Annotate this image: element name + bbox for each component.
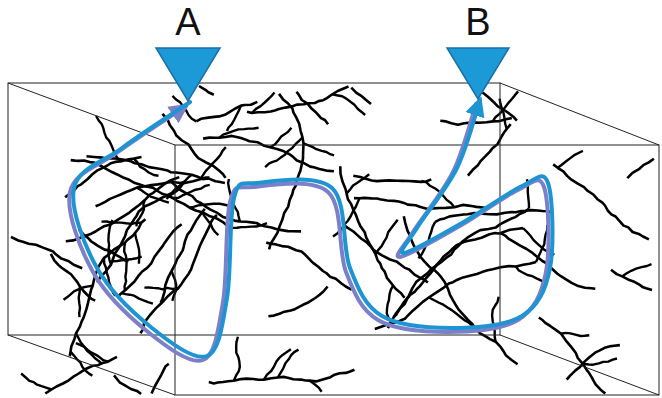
fracture [209,370,355,384]
triangle-shape [447,48,509,99]
fracture [140,215,217,333]
fracture-branch [124,243,126,291]
fracture [66,177,180,241]
block-edge [8,83,175,145]
fracture-branch [144,288,178,290]
fracture [567,345,620,380]
flow-line [69,104,548,361]
fracture [394,228,524,317]
fracture-branch [79,286,80,317]
fracture [297,92,329,125]
fracture-branch [166,175,191,199]
fracture-branch [376,220,398,254]
fracture-branch [558,151,583,168]
fracture-branch [190,204,228,208]
fracture-branch [172,271,177,301]
fracture-branch [278,350,299,378]
fracture [163,114,226,178]
fracture-branch [387,286,393,322]
fracture-branch [561,333,589,336]
fracture-branch [200,147,226,179]
block-edge [500,83,659,145]
fracture-branch [252,93,275,113]
flow-path [69,100,552,361]
fracture [119,224,182,295]
fracture [435,210,553,222]
fracture-branch [622,264,651,276]
fracture [627,159,654,178]
fracture [553,164,649,239]
fracture-branch [137,188,169,203]
fracture-branch [234,337,240,381]
fracture [268,287,327,317]
well-marker: A [154,2,222,102]
fracture-branch [332,94,365,115]
fracture [354,198,489,209]
fracture [247,86,349,113]
block-edge [8,335,175,395]
fracture [269,94,303,250]
fracture-branch [76,333,102,363]
fracture-branch [516,267,545,283]
fracture-branch [71,352,93,376]
marker-label: A [154,2,222,42]
flow-line [73,100,552,357]
fracture-branch [122,293,153,304]
fracture-branch [102,222,142,224]
fracture-branch [21,374,51,390]
fracture [611,270,652,290]
fracture [404,216,518,364]
triangle-shape [156,48,220,101]
fracture-network [11,86,654,394]
fracture [266,242,352,289]
fracture-branch [108,220,112,265]
fracture [351,88,371,104]
well-marker: B [445,2,511,100]
block-edge [500,335,659,395]
fracture [70,219,146,356]
fracture-branch [347,174,370,193]
fracture [152,364,169,394]
marker-label: B [445,2,511,42]
fracture-branch [429,298,473,327]
fracture [203,136,334,171]
fracture-branch [270,128,291,148]
fracture-branch [264,349,291,379]
fracture [468,124,511,175]
fracture-branch [112,257,142,262]
fracture [199,86,214,95]
back-face [8,83,500,335]
fracture-branch [76,343,108,362]
fracture [539,318,606,394]
block-wireframe [8,83,659,395]
